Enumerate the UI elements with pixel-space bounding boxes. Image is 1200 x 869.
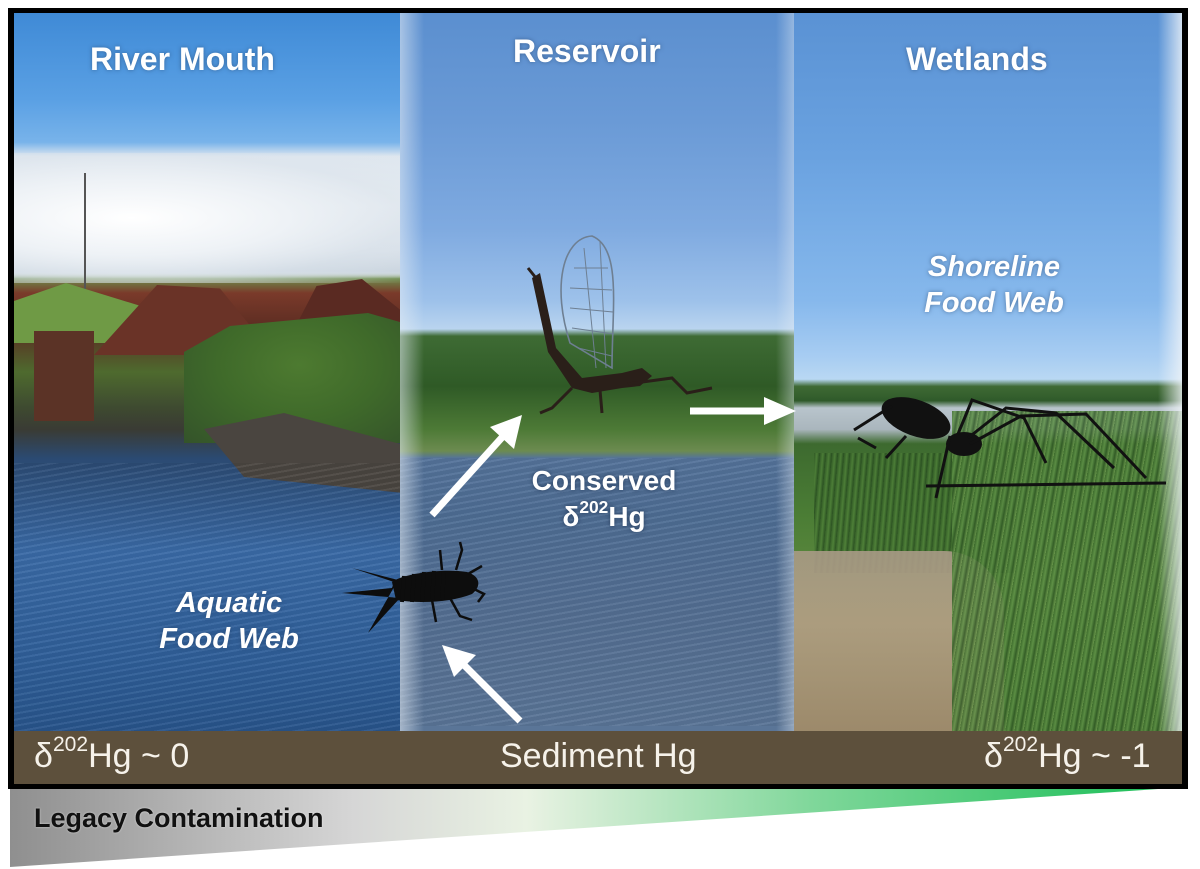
panel-title-river-mouth: River Mouth [90,41,275,77]
mayfly-icon [526,235,713,415]
isotope-value: Hg ~ -1 [1038,737,1151,775]
arrow-right-icon [690,397,796,425]
clouds [14,153,406,283]
panel-wetlands [794,13,1182,731]
arrow-up-right-icon [429,415,522,518]
isotope-superscript: 202 [52,733,89,757]
water-surface [14,463,406,731]
delta-symbol: δ [562,501,580,532]
delta-symbol: δ [34,737,53,775]
isotope-superscript: 202 [1002,733,1039,757]
label-line: Aquatic [175,587,283,619]
legacy-contamination-gradient [10,789,1158,867]
isotope-value: Hg ~ 0 [88,737,190,775]
shoreline-food-web-label: Shoreline Food Web [894,249,1094,321]
label-line: Shoreline [927,251,1061,283]
reeds [952,411,1182,731]
label-line: Food Web [159,623,299,655]
label-line: Conserved [531,465,677,496]
figure-frame: River Mouth Reservoir Wetlands Aquatic F… [8,8,1188,789]
panel-title-reservoir: Reservoir [513,33,661,69]
river-mouth-isotope-value: δ202Hg ~ 0 [34,734,190,776]
sediment-hg-label: Sediment Hg [500,737,697,775]
rusted-structure [34,331,94,421]
aquatic-larva-icon [342,541,486,633]
arrow-up-left-icon [442,645,523,724]
conserved-delta-label: Conserved δ202Hg [504,463,704,535]
sediment-hg-bar: δ202Hg ~ 0 Sediment Hg δ202Hg ~ -1 [14,731,1182,784]
label-line: Food Web [924,287,1064,319]
element-symbol: Hg [608,501,646,532]
panel-edge-fade [1158,13,1182,731]
spider-icon [853,397,1167,499]
figure-canvas: River Mouth Reservoir Wetlands Aquatic F… [14,13,1182,784]
panel-title-wetlands: Wetlands [906,41,1048,77]
panel-river-mouth [14,13,406,731]
isotope-superscript: 202 [579,496,609,517]
arrows-layer [429,397,796,724]
wetlands-isotope-value: δ202Hg ~ -1 [984,734,1151,776]
panel-edge-fade [400,13,424,731]
delta-symbol: δ [984,737,1003,775]
legacy-contamination-label: Legacy Contamination [34,803,324,833]
label-line: δ202Hg [504,496,704,535]
aquatic-food-web-label: Aquatic Food Web [134,585,324,657]
light-pole [84,173,86,303]
